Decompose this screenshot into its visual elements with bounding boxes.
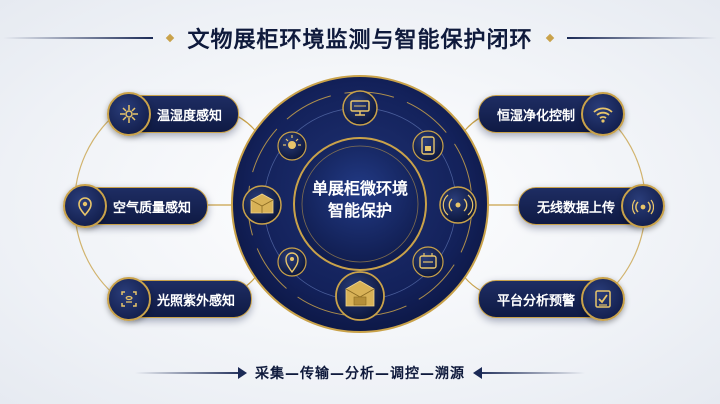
light-bulb-icon bbox=[277, 131, 307, 161]
inner-core bbox=[293, 137, 427, 271]
right-item-label: 无线数据上传 bbox=[537, 200, 616, 216]
flow-text: 采集—传输—分析—调控—溯源 bbox=[255, 366, 465, 382]
title-bar: 文物展柜环境监测与智能保护闭环 bbox=[0, 18, 720, 58]
display-case-icon bbox=[242, 185, 282, 225]
right-item-humidity-control: 恒湿净化控制 bbox=[478, 92, 626, 136]
inner-core-ring bbox=[301, 145, 419, 263]
artifact-cabinet-icon bbox=[335, 271, 385, 321]
temperature-humidity-icon bbox=[107, 92, 151, 136]
center-label: 单展柜微环境 智能保护 bbox=[290, 178, 430, 222]
left-item-label: 温湿度感知 bbox=[157, 108, 223, 124]
center-label-line1: 单展柜微环境 bbox=[311, 179, 408, 198]
wifi-signal-icon bbox=[581, 92, 626, 136]
right-item-label: 平台分析预警 bbox=[497, 293, 576, 309]
location-pin-icon bbox=[63, 184, 107, 228]
left-item-label: 空气质量感知 bbox=[113, 200, 192, 216]
smart-card-icon bbox=[412, 130, 444, 162]
left-item-label: 光照紫外感知 bbox=[157, 293, 236, 309]
antenna-signal-icon bbox=[439, 186, 477, 224]
wireless-upload-icon bbox=[621, 184, 666, 228]
flow-arrow-right bbox=[473, 367, 585, 379]
page-title: 文物展柜环境监测与智能保护闭环 bbox=[187, 28, 533, 53]
control-box-icon bbox=[412, 246, 444, 278]
monitor-screen-icon bbox=[342, 90, 378, 126]
flow-footer: 采集—传输—分析—调控—溯源 bbox=[0, 358, 720, 388]
right-item-label: 恒湿净化控制 bbox=[497, 108, 576, 124]
left-item-air-quality: 空气质量感知 bbox=[63, 184, 209, 228]
uv-sensor-icon bbox=[107, 277, 151, 321]
left-item-temp-humidity: 温湿度感知 bbox=[107, 92, 240, 136]
checklist-icon bbox=[581, 277, 626, 321]
flow-arrow-left bbox=[135, 367, 247, 379]
title-decor-left bbox=[3, 37, 154, 39]
center-label-line2: 智能保护 bbox=[327, 201, 392, 220]
right-item-platform-alert: 平台分析预警 bbox=[478, 277, 626, 321]
right-item-wireless-upload: 无线数据上传 bbox=[518, 184, 666, 228]
left-item-light-uv: 光照紫外感知 bbox=[107, 277, 253, 321]
title-decor-right bbox=[566, 37, 717, 39]
location-pin-icon bbox=[277, 247, 307, 277]
